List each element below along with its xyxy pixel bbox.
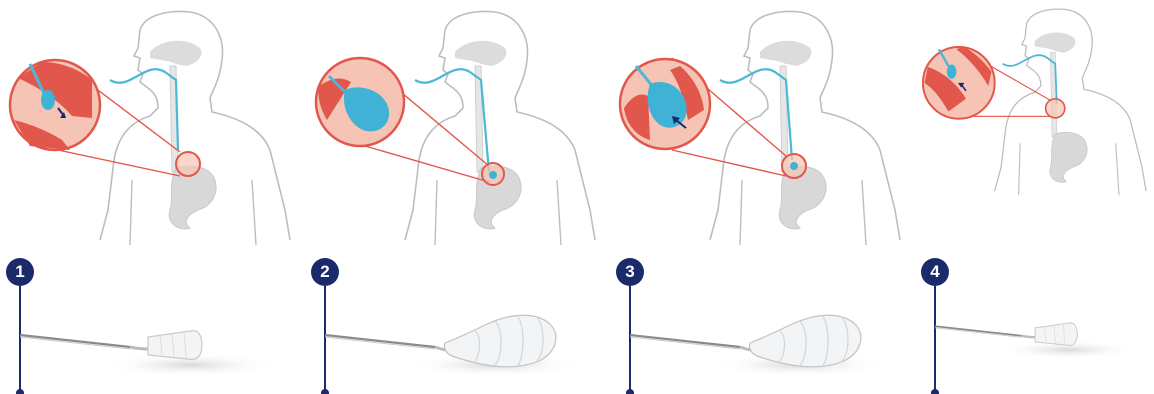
anatomy-illustration-4 <box>915 0 1154 250</box>
balloon-device-image-1 <box>20 295 300 394</box>
step-number-badge: 4 <box>921 258 949 286</box>
step-number-badge: 2 <box>311 258 339 286</box>
zoom-callout-2 <box>316 58 404 146</box>
zoom-callout-3 <box>620 59 710 149</box>
balloon-device-image-3 <box>630 295 910 394</box>
step-1-panel: 1 <box>0 0 300 394</box>
step-3-panel: 3 <box>610 0 910 394</box>
zoom-callout-4 <box>923 46 995 118</box>
zoom-callout-1 <box>10 60 100 150</box>
balloon-device-image-4 <box>935 295 1154 394</box>
step-4-panel: 4 <box>915 0 1154 394</box>
step-2-panel: 2 <box>305 0 605 394</box>
step-number-badge: 3 <box>616 258 644 286</box>
anatomy-illustration-3 <box>610 0 910 250</box>
balloon-device-image-2 <box>325 295 605 394</box>
step-number-badge: 1 <box>6 258 34 286</box>
anatomy-illustration-1 <box>0 0 300 250</box>
anatomy-illustration-2 <box>305 0 605 250</box>
